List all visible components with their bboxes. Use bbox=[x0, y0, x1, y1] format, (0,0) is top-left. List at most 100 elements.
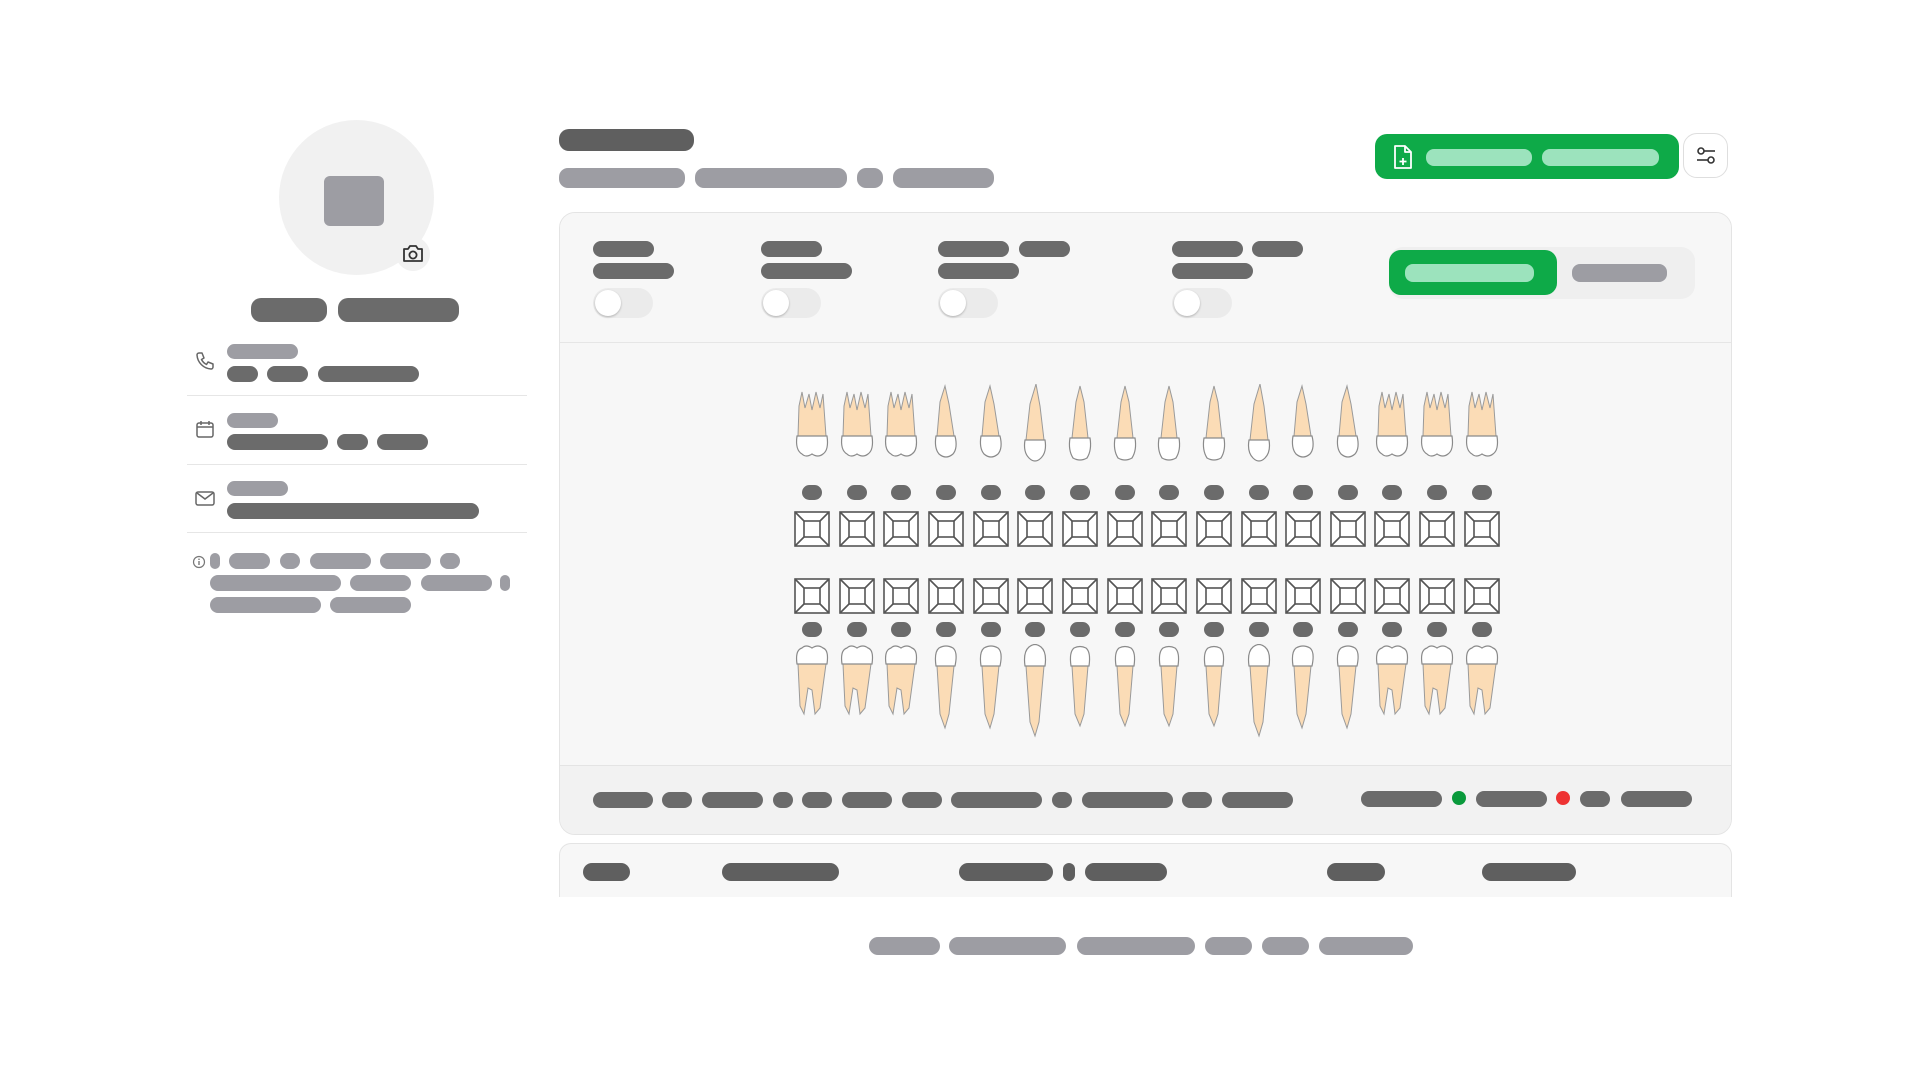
table-column-header[interactable] bbox=[959, 863, 1053, 881]
table-column-header[interactable] bbox=[1327, 863, 1385, 881]
tooth-number-badge bbox=[1427, 622, 1448, 637]
option-4-toggle[interactable] bbox=[1172, 288, 1232, 318]
tooth-number-badge bbox=[1427, 485, 1448, 500]
tooth-surface-map[interactable] bbox=[1017, 511, 1054, 547]
tooth-surface-map[interactable] bbox=[1329, 578, 1366, 614]
lower-tooth[interactable] bbox=[1015, 644, 1055, 740]
upper-tooth[interactable] bbox=[1194, 384, 1234, 480]
tooth-surface-map[interactable] bbox=[1285, 578, 1321, 614]
table-column-header[interactable] bbox=[1482, 863, 1576, 881]
upper-tooth[interactable] bbox=[1283, 384, 1323, 480]
lower-tooth[interactable] bbox=[881, 644, 921, 740]
upper-tooth[interactable] bbox=[1105, 384, 1145, 480]
lower-tooth[interactable] bbox=[1417, 644, 1457, 740]
segment-label bbox=[1405, 264, 1534, 282]
sliders-icon bbox=[1696, 146, 1715, 164]
tooth-surface-map[interactable] bbox=[928, 578, 964, 614]
tooth-surface-map[interactable] bbox=[972, 511, 1009, 547]
upper-tooth[interactable] bbox=[1372, 384, 1412, 480]
email-value[interactable] bbox=[227, 503, 479, 519]
tooth-number-badge bbox=[1069, 485, 1090, 500]
tooth-surface-map[interactable] bbox=[1240, 511, 1277, 547]
lower-tooth[interactable] bbox=[1283, 644, 1323, 740]
upper-tooth[interactable] bbox=[926, 384, 966, 480]
option-2-toggle[interactable] bbox=[761, 288, 821, 318]
tooth-surface-map[interactable] bbox=[1062, 511, 1098, 547]
tooth-number-badge bbox=[1025, 622, 1046, 637]
option-3-toggle[interactable] bbox=[938, 288, 998, 318]
phone-number-part-2[interactable] bbox=[267, 366, 308, 382]
breadcrumb-item[interactable] bbox=[893, 168, 994, 188]
lower-tooth[interactable] bbox=[1149, 644, 1189, 740]
lower-tooth[interactable] bbox=[837, 644, 877, 740]
tooth-surface-map[interactable] bbox=[838, 578, 875, 614]
lower-tooth[interactable] bbox=[971, 644, 1011, 740]
upper-tooth[interactable] bbox=[1060, 384, 1100, 480]
option-1-toggle[interactable] bbox=[593, 288, 653, 318]
lower-tooth[interactable] bbox=[1060, 644, 1100, 740]
breadcrumb-item[interactable] bbox=[695, 168, 847, 188]
tooth-surface-map[interactable] bbox=[1285, 511, 1321, 547]
upper-tooth[interactable] bbox=[1149, 384, 1189, 480]
upper-tooth[interactable] bbox=[1015, 384, 1055, 480]
table-column-header[interactable] bbox=[1063, 863, 1075, 881]
tooth-surface-map[interactable] bbox=[1463, 511, 1500, 547]
tooth-surface-map[interactable] bbox=[1419, 511, 1455, 547]
upper-tooth[interactable] bbox=[1328, 384, 1368, 480]
lower-tooth[interactable] bbox=[1462, 644, 1502, 740]
upper-tooth[interactable] bbox=[881, 384, 921, 480]
change-photo-button[interactable] bbox=[396, 237, 430, 271]
tooth-surface-map[interactable] bbox=[794, 578, 830, 614]
filter-settings-button[interactable] bbox=[1683, 133, 1728, 178]
tooth-surface-map[interactable] bbox=[1017, 578, 1054, 614]
tooth-surface-map[interactable] bbox=[1151, 511, 1187, 547]
new-document-button[interactable] bbox=[1375, 134, 1679, 179]
tooth-surface-map[interactable] bbox=[883, 511, 920, 547]
tooth-surface-map[interactable] bbox=[838, 511, 875, 547]
tooth-surface-map[interactable] bbox=[1240, 578, 1277, 614]
tooth-surface-map[interactable] bbox=[1196, 578, 1232, 614]
phone-number-part-1[interactable] bbox=[227, 366, 258, 382]
lower-tooth[interactable] bbox=[1239, 644, 1279, 740]
table-column-header[interactable] bbox=[1085, 863, 1167, 881]
lower-tooth[interactable] bbox=[1194, 644, 1234, 740]
breadcrumb-item[interactable] bbox=[559, 168, 685, 188]
table-column-header[interactable] bbox=[722, 863, 839, 881]
upper-tooth[interactable] bbox=[971, 384, 1011, 480]
lower-tooth[interactable] bbox=[792, 644, 832, 740]
tooth-surface-map[interactable] bbox=[1106, 578, 1143, 614]
legend-item bbox=[1082, 792, 1173, 808]
tooth-number-badge bbox=[846, 485, 867, 500]
lower-tooth[interactable] bbox=[1105, 644, 1145, 740]
tooth-surface-map[interactable] bbox=[1374, 578, 1411, 614]
tooth-number-badge bbox=[1382, 485, 1403, 500]
table-column-header[interactable] bbox=[583, 863, 630, 881]
lower-tooth[interactable] bbox=[1372, 644, 1412, 740]
tooth-surface-map[interactable] bbox=[1106, 511, 1143, 547]
divider bbox=[187, 532, 527, 533]
segment-option-inactive[interactable] bbox=[1572, 264, 1667, 282]
notes-text bbox=[500, 575, 510, 591]
tooth-surface-map[interactable] bbox=[1062, 578, 1098, 614]
upper-tooth[interactable] bbox=[837, 384, 877, 480]
tooth-surface-map[interactable] bbox=[1329, 511, 1366, 547]
upper-tooth[interactable] bbox=[1239, 384, 1279, 480]
option-2-label bbox=[761, 241, 822, 257]
calendar-icon bbox=[196, 421, 214, 438]
tooth-surface-map[interactable] bbox=[928, 511, 964, 547]
tooth-surface-map[interactable] bbox=[1151, 578, 1187, 614]
tooth-surface-map[interactable] bbox=[1419, 578, 1455, 614]
lower-tooth[interactable] bbox=[926, 644, 966, 740]
tooth-surface-map[interactable] bbox=[1196, 511, 1232, 547]
tooth-surface-map[interactable] bbox=[883, 578, 920, 614]
upper-tooth[interactable] bbox=[1462, 384, 1502, 480]
upper-tooth[interactable] bbox=[792, 384, 832, 480]
upper-tooth[interactable] bbox=[1417, 384, 1457, 480]
segment-option-active[interactable] bbox=[1389, 250, 1557, 295]
tooth-surface-map[interactable] bbox=[1463, 578, 1500, 614]
tooth-surface-map[interactable] bbox=[1374, 511, 1411, 547]
phone-number-part-3[interactable] bbox=[318, 366, 419, 382]
lower-tooth[interactable] bbox=[1328, 644, 1368, 740]
tooth-surface-map[interactable] bbox=[794, 511, 830, 547]
tooth-surface-map[interactable] bbox=[972, 578, 1009, 614]
